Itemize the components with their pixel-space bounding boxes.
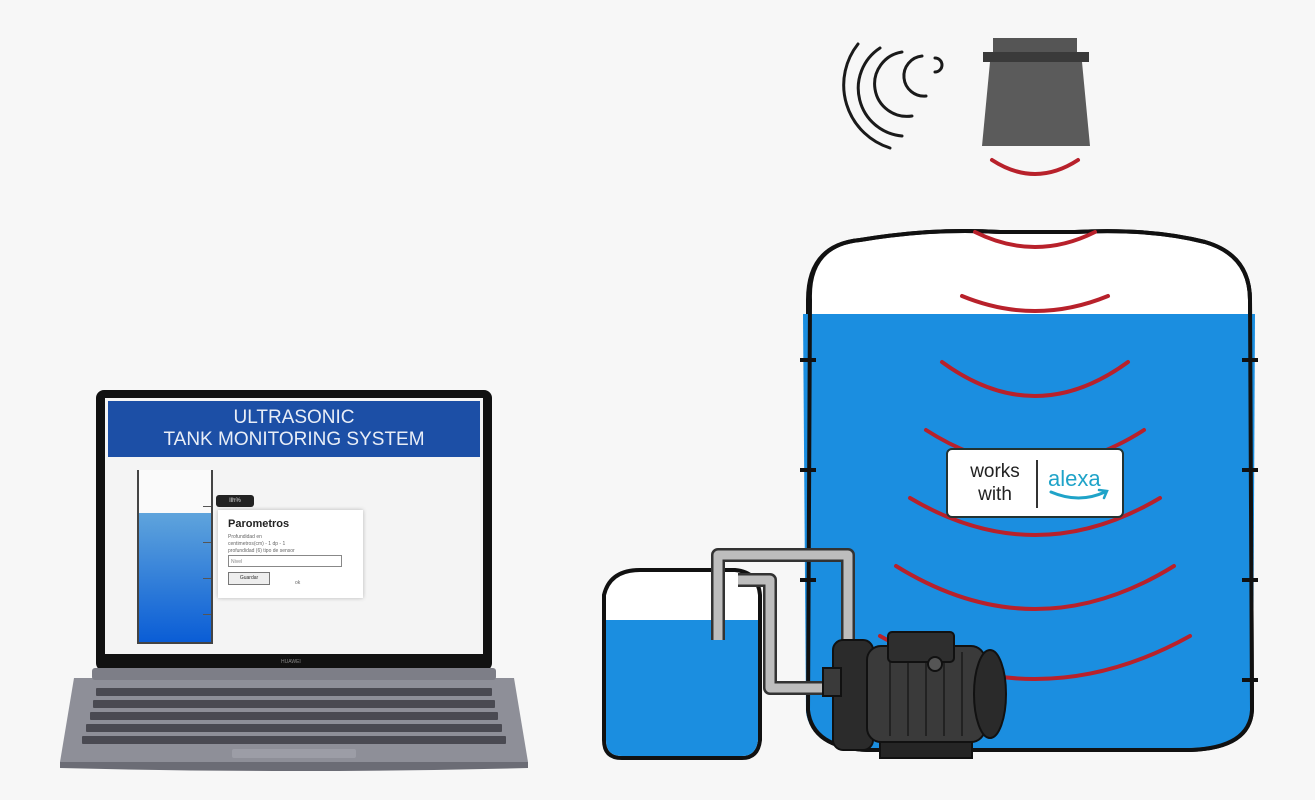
save-button[interactable]: Guardar [228, 572, 270, 585]
with-label: with [978, 484, 1012, 505]
panel-text-2: centimetros(cm) - 1 dp - 1 [228, 541, 286, 547]
tank-level-fill [139, 513, 211, 642]
banner-title-line1: ULTRASONIC [233, 407, 355, 428]
alexa-works-with-text: works with [960, 460, 1030, 506]
depth-input[interactable]: Nivel [228, 555, 342, 567]
ultrasonic-sensor [982, 38, 1090, 146]
alexa-wordmark: alexa [1048, 466, 1101, 491]
tank-level-gauge [137, 470, 213, 644]
panel-link[interactable]: ok [295, 580, 301, 586]
bezel-brand: HUAWEI [281, 659, 301, 665]
wireless-signal-icon [842, 42, 944, 150]
parameters-panel: Parometros Profundidad en centimetros(cm… [218, 510, 363, 598]
pipes [711, 548, 855, 695]
panel-title: Parometros [228, 518, 290, 530]
panel-text-1: Profundidad en [228, 534, 262, 540]
panel-text-3: profundidad (6) tipo de sensor [228, 548, 295, 554]
works-label: works [970, 461, 1020, 482]
works-with-alexa-badge: works with alexa [946, 448, 1124, 518]
level-badge: Ilh% [216, 495, 254, 507]
laptop-screen: ULTRASONIC TANK MONITORING SYSTEM Ilh% P… [105, 398, 483, 654]
alexa-smile-icon [1049, 488, 1109, 500]
app-banner: ULTRASONIC TANK MONITORING SYSTEM [108, 401, 480, 457]
badge-divider [1036, 460, 1038, 508]
banner-title-line2: TANK MONITORING SYSTEM [163, 429, 425, 450]
water-pump [822, 631, 1007, 759]
keyboard [82, 688, 506, 744]
reservoir-tank [602, 568, 762, 760]
